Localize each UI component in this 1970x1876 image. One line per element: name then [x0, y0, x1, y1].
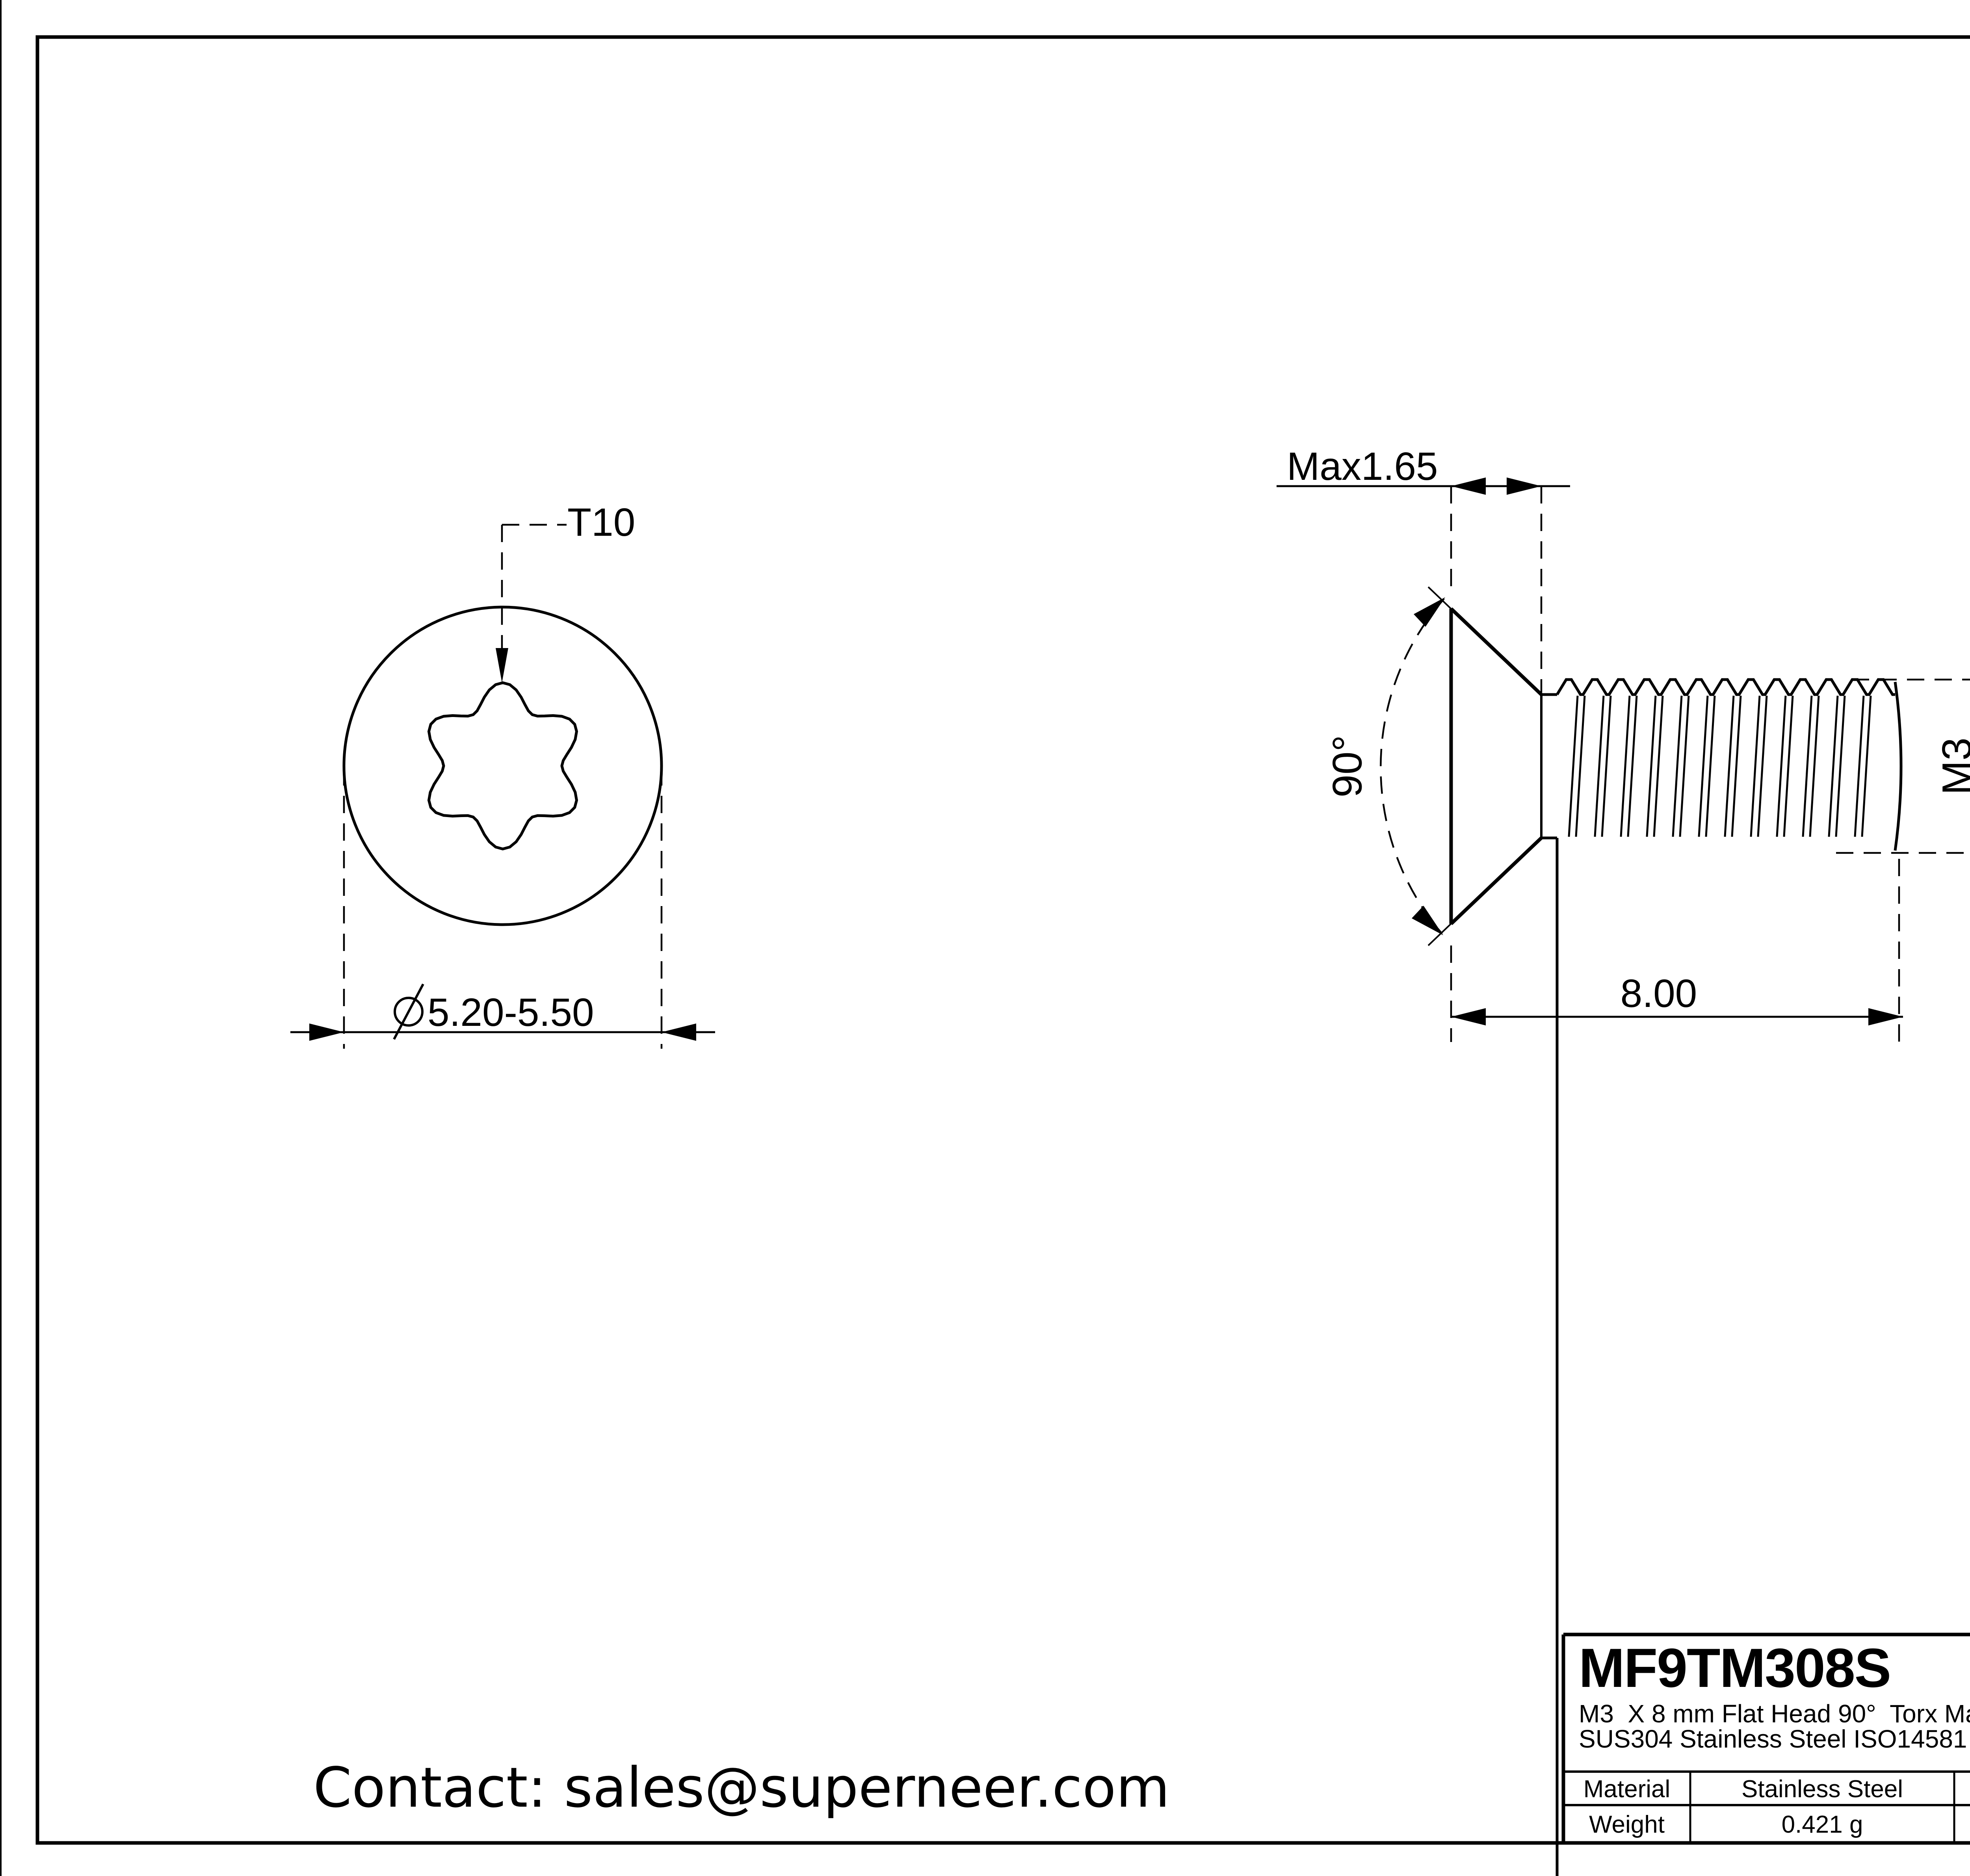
diameter-symbol-slash [393, 983, 424, 1040]
head-height-arrow-left [1451, 477, 1486, 495]
thread-crest-top [1556, 678, 1895, 696]
angle-arc-arrow-bottom [1412, 906, 1443, 935]
description-line-1: M3 X 8 mm Flat Head 90° Torx Machine Scr… [1579, 1700, 1970, 1728]
angle-arc-arrow-top [1414, 597, 1445, 627]
part-number: MF9TM308S [1579, 1637, 1890, 1699]
angle-arc [1380, 598, 1445, 934]
material-label: Material [1583, 1776, 1671, 1803]
title-block [1561, 1633, 1970, 1843]
torx-socket-outline [427, 681, 578, 851]
angle-label: 90° [1325, 735, 1371, 798]
length-label: 8.00 [1621, 971, 1697, 1016]
front-view [290, 524, 715, 1049]
head-diameter-label: 5.20-5.50 [427, 990, 594, 1035]
weight-label: Weight [1589, 1811, 1665, 1838]
leader-arrowhead [496, 648, 508, 683]
weight-value: 0.421 g [1782, 1811, 1863, 1838]
description-line-2: SUS304 Stainless Steel ISO14581 [1579, 1725, 1967, 1753]
drawing-border [35, 35, 1970, 1845]
length-arrow-right [1868, 1008, 1903, 1025]
head-height-arrow-right [1507, 477, 1541, 495]
head-cone-bottom [1450, 836, 1543, 925]
side-view [1277, 477, 1970, 1876]
thread-flank-lines [1568, 695, 1872, 837]
head-height-label: Max1.65 [1287, 444, 1438, 489]
material-value: Stainless Steel [1741, 1776, 1903, 1803]
head-cone-top [1450, 607, 1543, 696]
head-outline-circle [342, 606, 663, 926]
length-arrow-left [1451, 1008, 1486, 1025]
dim-arrow-left [309, 1023, 344, 1041]
diameter-symbol-circle [394, 997, 424, 1027]
contact-line: Contact: sales@superneer.com [313, 1756, 1170, 1820]
thread-size-label: M3 [1934, 737, 1970, 795]
thread-end-cap [1894, 682, 1903, 851]
drive-size-label: T10 [567, 500, 635, 544]
dim-arrow-right [662, 1023, 696, 1041]
